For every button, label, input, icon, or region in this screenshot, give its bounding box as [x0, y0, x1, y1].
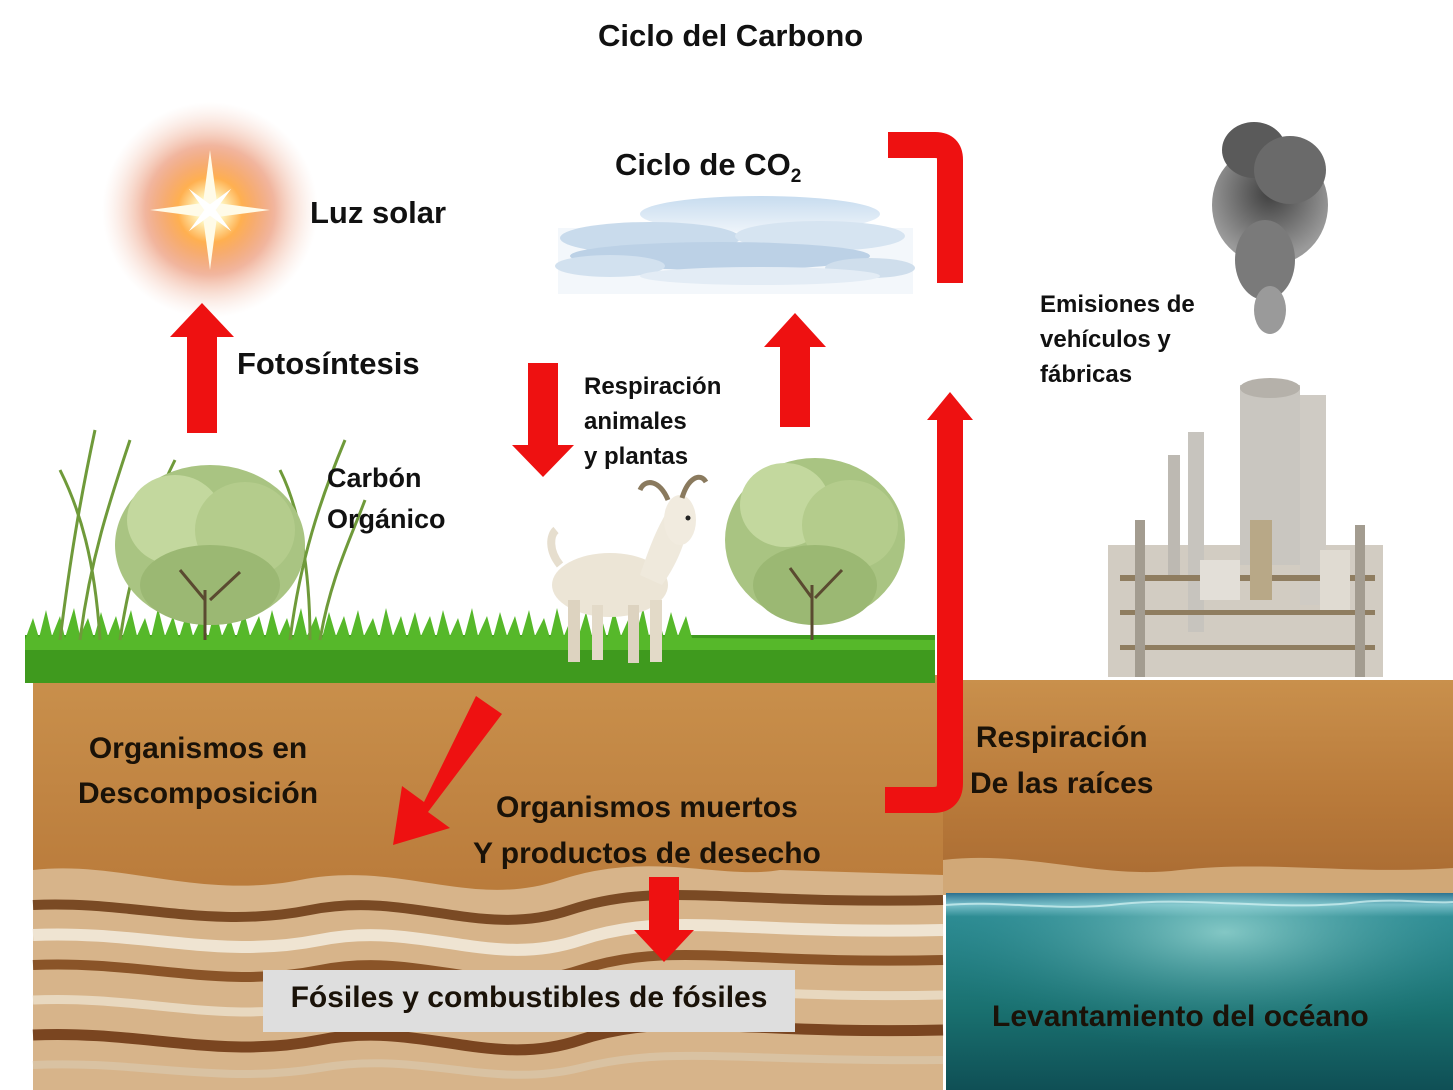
shrub-icon — [115, 465, 305, 640]
arrow-co2-up — [764, 313, 826, 427]
arrow-emisiones-loop — [888, 132, 963, 283]
cloud-icon — [555, 196, 915, 294]
organismos-descomposicion-label: Organismos en Descomposición — [78, 732, 319, 810]
luz-solar-label: Luz solar — [310, 195, 447, 230]
goat-icon — [547, 474, 709, 663]
sun-icon — [102, 102, 318, 318]
arrow-descomposicion — [393, 696, 502, 845]
ciclo-co2-label: Ciclo de CO2 — [615, 147, 801, 188]
grass-strip — [25, 608, 935, 683]
fotosintesis-label: Fotosíntesis — [237, 346, 420, 381]
arrow-respiracion-down — [512, 363, 574, 477]
ocean-block — [945, 893, 1453, 1090]
ciclo-co2-text: Ciclo de CO — [615, 147, 791, 182]
emisiones-label: Emisiones de vehículos y fábricas — [1040, 291, 1195, 388]
refinery-icon — [1108, 378, 1383, 677]
organismos-muertos-label: Organismos muertos Y productos de desech… — [473, 791, 821, 870]
oceano-label: Levantamiento del océano — [992, 1000, 1369, 1033]
page-title: Ciclo del Carbono — [598, 18, 864, 53]
ciclo-co2-subscript: 2 — [790, 166, 802, 188]
respiracion-raices-label: Respiración De las raíces — [970, 721, 1154, 800]
respiracion-animales-label: Respiración animales y plantas — [584, 373, 722, 470]
smoke-icon — [1212, 122, 1328, 334]
carbon-organico-label: Carbón Orgánico — [327, 463, 446, 534]
fosiles-label: Fósiles y combustibles de fósiles — [290, 981, 768, 1014]
fosiles-label-box — [263, 970, 795, 1032]
shrub-icon — [725, 458, 905, 640]
soil-layer-right — [943, 680, 1453, 895]
arrow-respiracion-raices — [885, 392, 973, 813]
arrow-fotosintesis — [170, 303, 234, 433]
arrow-fosiles-down — [634, 877, 694, 962]
